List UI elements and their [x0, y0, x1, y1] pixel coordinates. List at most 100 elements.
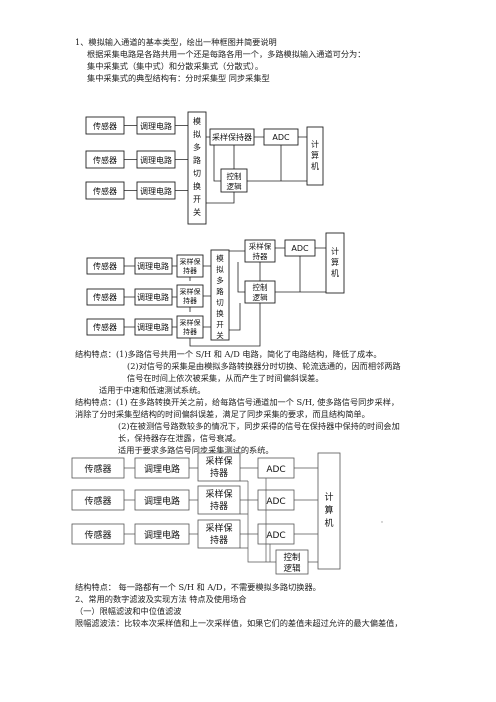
d1-mux-label: 模 拟 多 路 切 换 开 关 — [193, 116, 201, 217]
d2-sh-label: 采样保 — [180, 257, 201, 266]
d3-sh-label: 持器 — [210, 500, 228, 512]
d3-row: 传感器 调理电路 采样保 持器 ADC — [71, 452, 318, 482]
para-line: 集中采集式的典型结构有：分时采集型 同步采集型 — [87, 73, 270, 83]
d1-cond-label: 调理电路 — [140, 186, 172, 196]
d2-sh-big-label-2: 持器 — [253, 251, 268, 261]
d2-sensor-label: 传感器 — [93, 261, 117, 271]
d3-sh-label: 采样保 — [205, 455, 232, 467]
d2-adc-label: ADC — [291, 244, 309, 253]
d1-computer-label: 计 算 机 — [311, 139, 319, 171]
subheading: （一）限幅滤波和中位值滤波 — [75, 606, 182, 616]
d1-sensor-label: 传感器 — [93, 155, 117, 165]
para-line: 限幅滤波法：比较本次采样值和上一次采样值，如果它们的差值未超过允许的最大偏差值， — [75, 618, 403, 628]
d3-cond-label: 调理电路 — [144, 529, 180, 541]
feature-line: 适用于要求多路信号同步采集测试的系统。 — [118, 445, 274, 455]
d3-adc-label: ADC — [266, 531, 285, 541]
svg-text:切: 切 — [193, 169, 201, 178]
feature-line: 结构特点： 每一路都有一个 S/H 和 A/D，不需要模拟多路切换器。 — [75, 582, 321, 592]
d2-computer-label: 计 算 机 — [331, 246, 339, 278]
para-line: 集中采集式（集中式）和分散采集式（分散式）。 — [87, 61, 264, 71]
d1-sensor-label: 传感器 — [93, 186, 117, 196]
d2-sh-label: 持器 — [183, 327, 197, 336]
d3-computer-label: 计 算 机 — [324, 491, 333, 529]
svg-text:路: 路 — [216, 286, 224, 296]
feature-line: 长，保持器存在泄露，信号衰减。 — [118, 433, 241, 443]
d2-ctrl-label-2: 逻辑 — [253, 292, 268, 302]
d1-cond-label: 调理电路 — [140, 121, 172, 131]
d1-cond-label: 调理电路 — [140, 155, 172, 165]
d1-ctrl-label-2: 逻辑 — [227, 181, 242, 191]
d1-sensor-label: 传感器 — [93, 121, 117, 131]
svg-text:算: 算 — [331, 257, 339, 267]
d3-row: 传感器 调理电路 采样保 持器 ADC — [71, 519, 318, 549]
d3-ctrl-label-2: 逻辑 — [283, 563, 301, 574]
d3-sh-label: 持器 — [210, 467, 228, 479]
d3-adc-label: ADC — [266, 465, 285, 475]
d2-mux-label: 模 拟 多 路 切 换 开 关 — [216, 253, 224, 340]
svg-text:换: 换 — [216, 308, 224, 318]
svg-text:计: 计 — [324, 491, 333, 503]
feature-line: 适用于中速和低速测试系统。 — [99, 385, 206, 395]
d2-sensor-label: 传感器 — [93, 322, 117, 332]
feature-line: 消除了分时采集型结构的时间偏斜误差，满足了同步采集的要求，而且结构简单。 — [75, 409, 370, 419]
svg-text:拟: 拟 — [216, 264, 224, 274]
svg-text:多: 多 — [216, 275, 224, 285]
d2-sh-big-label-1: 采样保 — [249, 241, 272, 251]
d3-sensor-label: 传感器 — [84, 463, 111, 475]
d1-sensor-row: 传感器 调理电路 — [85, 150, 188, 169]
svg-text:开: 开 — [193, 195, 201, 204]
d2-computer-box — [325, 232, 345, 294]
svg-text:关: 关 — [216, 330, 224, 340]
para-line: 根据采集电路是各路共用一个还是每路各用一个，多路模拟输入通道可分为： — [87, 49, 366, 59]
d2-sh-label: 采样保 — [180, 287, 201, 296]
d3-sensor-label: 传感器 — [84, 529, 111, 541]
heading-q1: 1、模拟输入通道的基本类型，绘出一种框图并简要说明 — [75, 37, 277, 47]
svg-text:模: 模 — [193, 116, 201, 126]
d3-sh-label: 持器 — [210, 534, 228, 546]
d3-sensor-label: 传感器 — [84, 495, 111, 507]
d2-row-2: 传感器 调理电路 采样保 持器 — [86, 284, 211, 308]
svg-text:机: 机 — [331, 268, 339, 278]
feature-line: (2)对信号的采集是由模拟多路转换器分时切换、轮流选通的，因而相邻两路 — [127, 361, 401, 371]
d3-computer-box — [317, 452, 341, 570]
svg-text:关: 关 — [193, 207, 201, 217]
d2-row-3: 传感器 调理电路 采样保 持器 — [86, 315, 211, 339]
d1-computer-box — [306, 126, 324, 186]
svg-text:计: 计 — [311, 139, 319, 149]
d3-adc-label: ADC — [266, 497, 285, 507]
feature-line: (2)在被测信号路数较多的情况下，同步采得的信号在保持器中保持的时间会加 — [118, 421, 400, 431]
svg-text:模: 模 — [216, 253, 224, 263]
d2-mux-box — [210, 249, 230, 341]
svg-text:计: 计 — [331, 246, 339, 256]
d3-row: 传感器 调理电路 采样保 持器 ADC — [71, 485, 318, 515]
svg-text:机: 机 — [311, 161, 319, 171]
d1-sensor-row: 传感器 调理电路 — [85, 116, 188, 135]
svg-text:切: 切 — [216, 298, 224, 307]
d2-sh-label: 采样保 — [180, 318, 201, 327]
d2-sensor-row: 传感器 调理电路 采样保 持器 — [86, 254, 211, 278]
d3-cond-label: 调理电路 — [144, 463, 180, 475]
d2-cond-label: 调理电路 — [137, 261, 169, 271]
svg-text:机: 机 — [324, 517, 333, 529]
svg-text:开: 开 — [216, 320, 224, 329]
d2-ctrl-label-1: 控制 — [253, 282, 268, 292]
svg-text:换: 换 — [193, 181, 201, 191]
feature-line: 结构特点：(1)多路信号共用一个 S/H 和 A/D 电路，简化了电路结构，降低… — [75, 349, 382, 359]
d1-adc-label: ADC — [272, 133, 290, 142]
svg-text:多: 多 — [193, 142, 201, 152]
d1-sensor-row: 传感器 调理电路 — [85, 181, 188, 200]
d2-cond-label: 调理电路 — [137, 292, 169, 302]
d2-sh-label: 持器 — [183, 296, 197, 305]
svg-text:拟: 拟 — [193, 129, 201, 139]
d2-cond-label: 调理电路 — [137, 322, 169, 332]
d1-sh-label: 采样保持器 — [212, 132, 252, 142]
d1-mux-box — [187, 111, 207, 225]
d3-sh-label: 采样保 — [205, 488, 232, 500]
d1-ctrl-label-1: 控制 — [227, 171, 242, 181]
d3-sh-label: 采样保 — [205, 522, 232, 534]
